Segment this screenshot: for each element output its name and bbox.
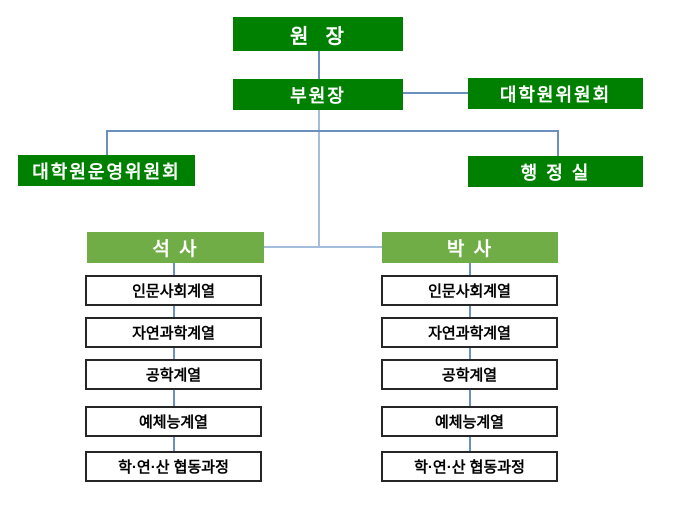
connector-center-vertical [318, 110, 320, 248]
track-box: 자연과학계열 [381, 317, 558, 348]
track-box: 공학계열 [381, 359, 558, 390]
track-box: 인문사회계열 [85, 275, 262, 306]
director-box: 원 장 [233, 17, 403, 51]
track-box: 자연과학계열 [85, 317, 262, 348]
admin-office-box: 행 정 실 [468, 156, 643, 187]
connector-director-vice [318, 51, 320, 79]
graduate-committee-box: 대학원위원회 [468, 78, 643, 109]
connector-masters-track-spine [173, 263, 175, 453]
track-box: 학·연·산 협동과정 [381, 451, 558, 482]
connector-branch-horizontal [106, 130, 559, 132]
track-box: 예체능계열 [381, 406, 558, 437]
track-box: 학·연·산 협동과정 [85, 451, 262, 482]
connector-drop-operations-committee [106, 130, 108, 156]
masters-header-box: 석 사 [87, 232, 264, 263]
operations-committee-box: 대학원운영위원회 [18, 155, 195, 186]
connector-drop-admin-office [557, 130, 559, 157]
vice-director-box: 부원장 [233, 79, 403, 110]
track-box: 예체능계열 [85, 406, 262, 437]
track-box: 인문사회계열 [381, 275, 558, 306]
doctoral-header-box: 박 사 [382, 232, 558, 263]
track-box: 공학계열 [85, 359, 262, 390]
connector-vice-graduate-committee [403, 92, 468, 94]
connector-masters-doctoral [264, 246, 382, 248]
connector-doctoral-track-spine [469, 263, 471, 454]
